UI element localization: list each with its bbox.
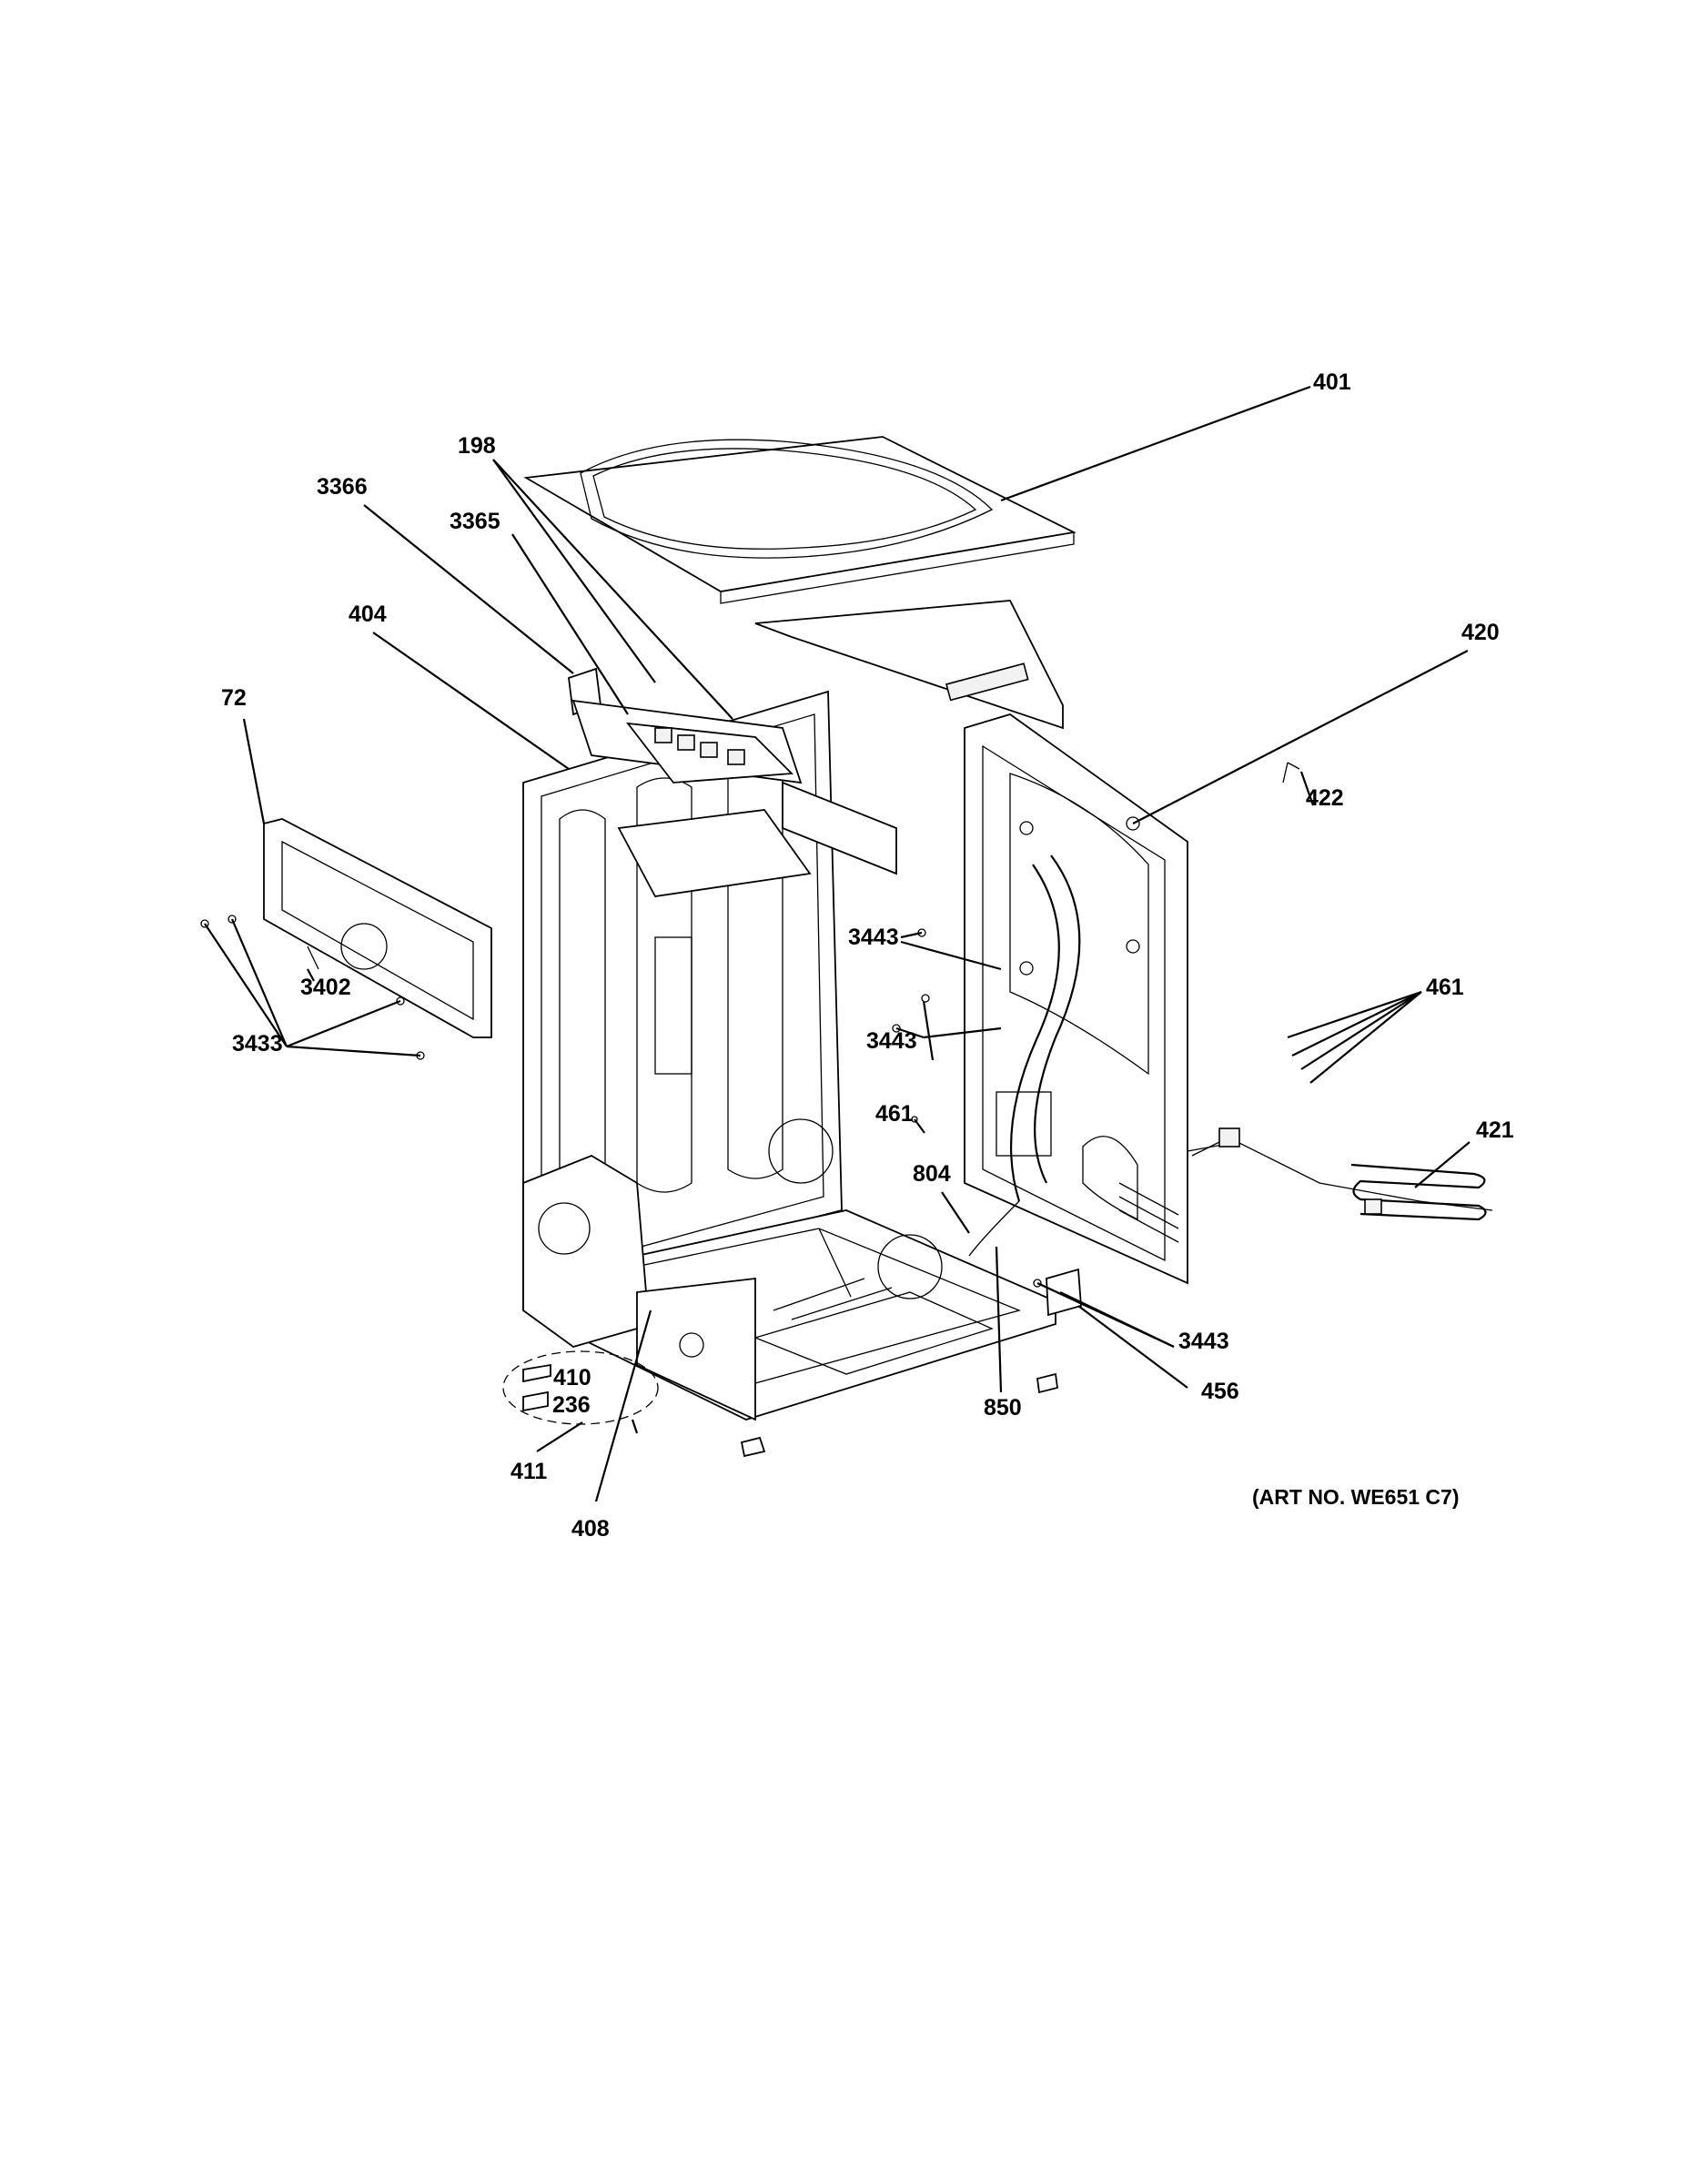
leader-lines [204, 385, 1471, 1502]
label-3443-upper: 3443 [848, 925, 899, 950]
rear-panel-part [754, 600, 1188, 1285]
label-421: 421 [1476, 1117, 1514, 1143]
label-72: 72 [221, 685, 247, 711]
label-411: 411 [510, 1459, 547, 1484]
label-850: 850 [984, 1395, 1022, 1421]
label-422: 422 [1306, 785, 1344, 811]
label-804: 804 [913, 1161, 951, 1187]
top-panel-part [523, 436, 1076, 604]
label-3433: 3433 [232, 1031, 283, 1057]
wire-harness-part [1187, 1127, 1493, 1211]
control-board-part [568, 667, 897, 897]
label-461-upper: 461 [1426, 975, 1464, 1000]
label-461-lower: 461 [875, 1101, 914, 1127]
label-420: 420 [1461, 620, 1500, 645]
leveling-leg-part [522, 1363, 1058, 1458]
bracket-456-part [1046, 1268, 1082, 1317]
label-408: 408 [571, 1516, 610, 1542]
label-3443-lower: 3443 [1178, 1329, 1229, 1354]
heater-element-part [1350, 1163, 1487, 1221]
label-401: 401 [1313, 369, 1351, 395]
label-410: 410 [553, 1365, 591, 1390]
label-198: 198 [458, 433, 496, 459]
side-bracket-part [200, 818, 492, 1060]
label-3365: 3365 [450, 509, 500, 534]
label-3402: 3402 [300, 975, 351, 1000]
art-number: (ART NO. WE651 C7) [1252, 1485, 1459, 1509]
label-456: 456 [1201, 1379, 1239, 1404]
label-3366: 3366 [317, 474, 368, 500]
label-236: 236 [552, 1392, 591, 1418]
label-404: 404 [349, 602, 387, 627]
label-3443-middle: 3443 [866, 1028, 917, 1054]
